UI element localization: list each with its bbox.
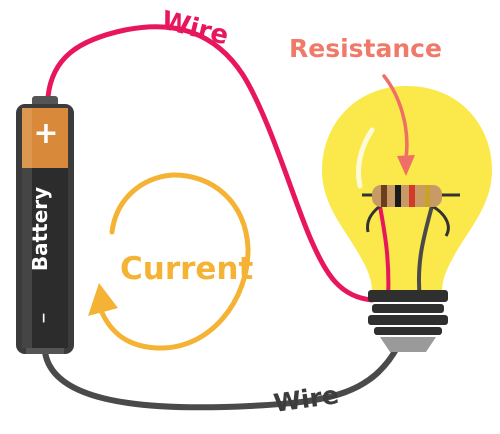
battery-minus-sign: − — [36, 312, 52, 324]
battery-icon — [16, 96, 74, 354]
top-wire — [45, 24, 375, 303]
resistance-label: Resistance — [289, 34, 442, 63]
current-label: Current — [120, 251, 253, 287]
resistance-arrow-icon — [382, 74, 415, 176]
wire-bottom-label: Wire — [272, 380, 341, 418]
wire-top-label: Wire — [158, 6, 231, 52]
resistor-icon — [362, 185, 460, 207]
battery-plus-sign: + — [33, 116, 58, 151]
current-arrow-icon — [88, 172, 251, 351]
bottom-wire — [42, 343, 401, 411]
battery-label: Battery — [28, 187, 52, 271]
